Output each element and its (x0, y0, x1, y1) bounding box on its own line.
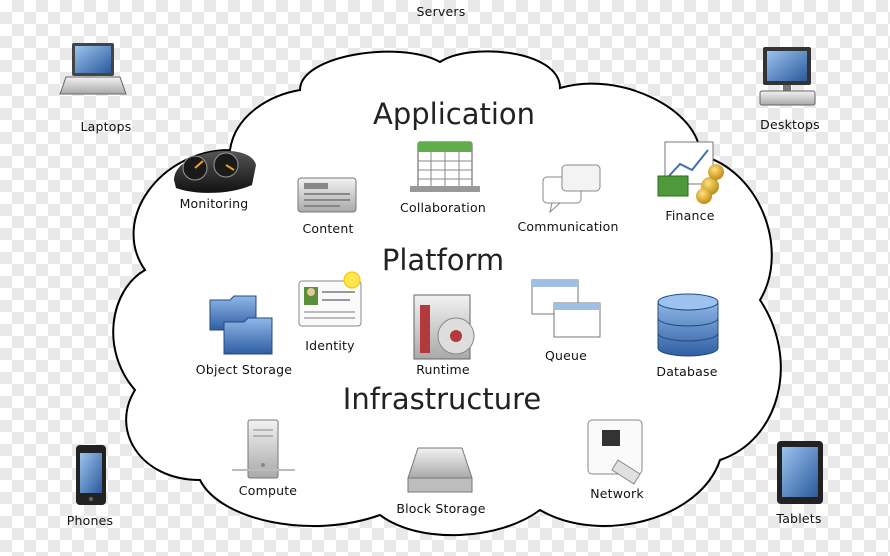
runtime-icon (413, 294, 475, 360)
identity-label: Identity (305, 338, 355, 353)
laptop-icon (59, 43, 127, 95)
infrastructure-layer-title: Infrastructure (342, 382, 542, 416)
communication-label: Communication (517, 219, 619, 234)
runtime-label: Runtime (416, 362, 470, 377)
compute-icon (232, 419, 295, 479)
object-storage-icon (209, 295, 273, 355)
monitoring-icon (174, 150, 256, 193)
database-label: Database (656, 364, 718, 379)
finance-label: Finance (665, 208, 715, 223)
servers-label: Servers (416, 4, 466, 19)
tablet-icon (777, 441, 823, 504)
identity-icon (298, 271, 362, 327)
compute-label: Compute (238, 483, 298, 498)
queue-icon (531, 279, 601, 338)
block-storage-label: Block Storage (396, 501, 486, 516)
finance-icon (657, 141, 724, 204)
network-label: Network (590, 486, 644, 501)
database-icon (657, 293, 719, 357)
monitoring-label: Monitoring (179, 196, 249, 211)
laptops-label: Laptops (80, 119, 132, 134)
desktop-icon (759, 47, 816, 106)
queue-label: Queue (544, 348, 588, 363)
object-storage-label: Object Storage (195, 362, 293, 377)
communication-icon (542, 164, 601, 214)
content-icon (297, 177, 357, 213)
desktops-label: Desktops (760, 117, 820, 132)
tablets-label: Tablets (776, 511, 822, 526)
block-storage-icon (407, 447, 473, 493)
collaboration-icon (410, 141, 480, 192)
collaboration-label: Collaboration (400, 200, 486, 215)
network-icon (587, 419, 643, 485)
phones-label: Phones (66, 513, 114, 528)
cloud-shape (112, 50, 782, 537)
phone-icon (76, 445, 106, 505)
content-label: Content (302, 221, 354, 236)
application-layer-title: Application (372, 97, 536, 131)
platform-layer-title: Platform (381, 243, 505, 277)
